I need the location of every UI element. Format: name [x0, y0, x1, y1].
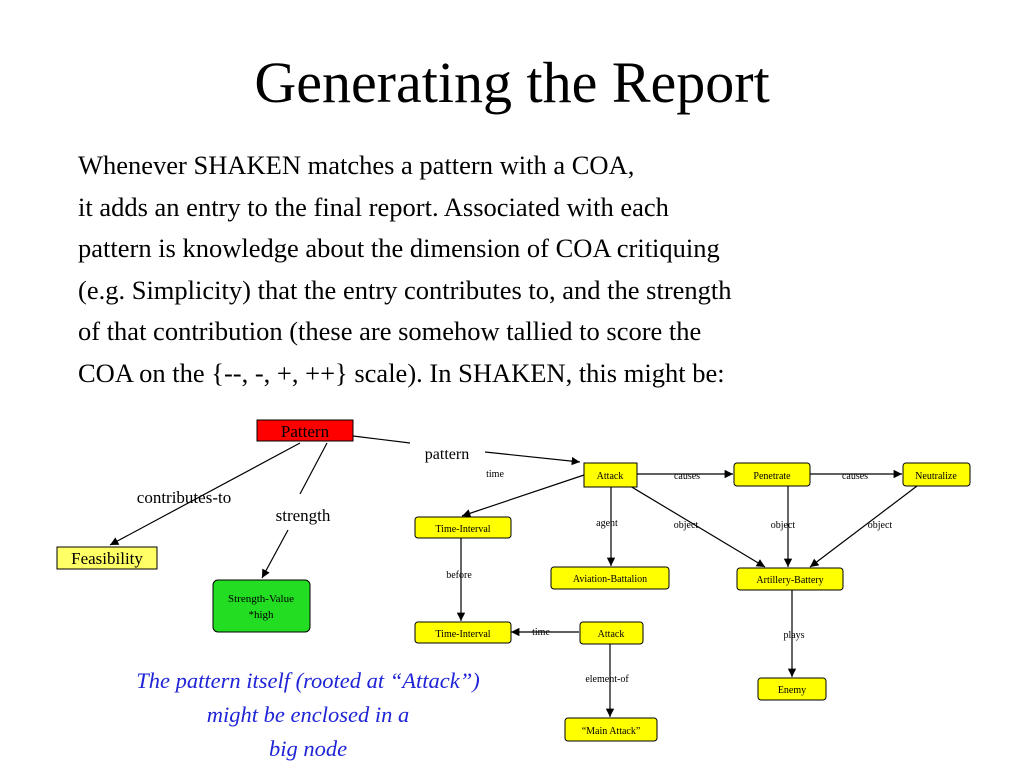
note-line: big node — [268, 736, 348, 761]
node-attack-top-label: Attack — [597, 471, 624, 482]
edge-label-element-of: element-of — [585, 674, 629, 685]
body-line: Whenever SHAKEN matches a pattern with a… — [78, 150, 635, 180]
note-line: The pattern itself (rooted at “Attack”) — [136, 668, 480, 693]
edge-strength-lower — [261, 529, 289, 579]
edge-label-object-1: object — [674, 520, 699, 531]
node-penetrate-label: Penetrate — [753, 471, 791, 482]
edge-pattern-upper — [352, 435, 411, 444]
node-time-interval-1-label: Time-Interval — [435, 524, 490, 535]
node-time-interval-1 — [414, 516, 512, 539]
body-line: (e.g. Simplicity) that the entry contrib… — [78, 274, 732, 305]
node-aviation-battalion — [550, 566, 670, 590]
node-feasibility-label: Feasibility — [71, 549, 143, 568]
edge-label-object-3: object — [868, 520, 893, 531]
body-line: COA on the {--, -, +, ++} scale). In SHA… — [78, 357, 725, 388]
pattern-note: The pattern itself (rooted at “Attack”) … — [70, 664, 546, 766]
slide-body-text: Whenever SHAKEN matches a pattern with a… — [78, 145, 958, 394]
edge-label-agent: agent — [596, 518, 618, 529]
edge-time-top — [461, 472, 591, 518]
node-main-attack-label: “Main Attack” — [582, 726, 641, 737]
edge-label-contributes-to: contributes-to — [137, 488, 231, 507]
edge-label-causes-1: causes — [674, 471, 700, 482]
node-artillery-battery-label: Artillery-Battery — [756, 575, 823, 586]
node-pattern-label: Pattern — [281, 422, 330, 441]
body-line: of that contribution (these are somehow … — [78, 316, 702, 346]
body-line: it adds an entry to the final report. As… — [78, 191, 669, 222]
node-strength-value-level: *high — [248, 609, 274, 621]
node-attack-top — [583, 462, 638, 488]
edge-label-before: before — [446, 570, 472, 581]
edge-label-pattern: pattern — [425, 446, 469, 463]
node-attack-bottom — [579, 621, 644, 645]
node-time-interval-2-label: Time-Interval — [435, 629, 490, 640]
node-artillery-battery — [736, 567, 844, 591]
node-neutralize — [902, 462, 971, 487]
node-pattern — [256, 419, 354, 442]
edge-label-plays: plays — [783, 630, 804, 641]
node-enemy-label: Enemy — [778, 685, 806, 696]
node-strength-value — [212, 579, 311, 633]
edge-label-time-top: time — [486, 469, 504, 480]
slide-title: Generating the Report — [254, 50, 770, 115]
node-strength-value-label: Strength-Value — [228, 593, 294, 605]
edge-label-object-2: object — [771, 520, 796, 531]
edge-object-3 — [809, 485, 918, 568]
body-line: pattern is knowledge about the dimension… — [78, 233, 720, 263]
node-aviation-battalion-label: Aviation-Battalion — [573, 574, 647, 585]
edge-label-strength: strength — [276, 506, 331, 525]
node-penetrate — [733, 462, 811, 487]
edge-pattern-lower — [484, 451, 581, 466]
node-time-interval-2 — [414, 621, 512, 644]
edge-strength-upper — [299, 442, 328, 495]
edge-contributes-to — [109, 442, 301, 546]
edge-object-1 — [629, 485, 766, 568]
node-main-attack — [564, 717, 658, 742]
edge-label-causes-2: causes — [842, 471, 868, 482]
node-feasibility — [56, 546, 158, 570]
note-line: might be enclosed in a — [206, 702, 410, 727]
node-enemy — [757, 677, 827, 701]
node-neutralize-label: Neutralize — [915, 471, 957, 482]
edge-label-time-bottom: time — [532, 627, 550, 638]
node-attack-bottom-label: Attack — [598, 629, 625, 640]
